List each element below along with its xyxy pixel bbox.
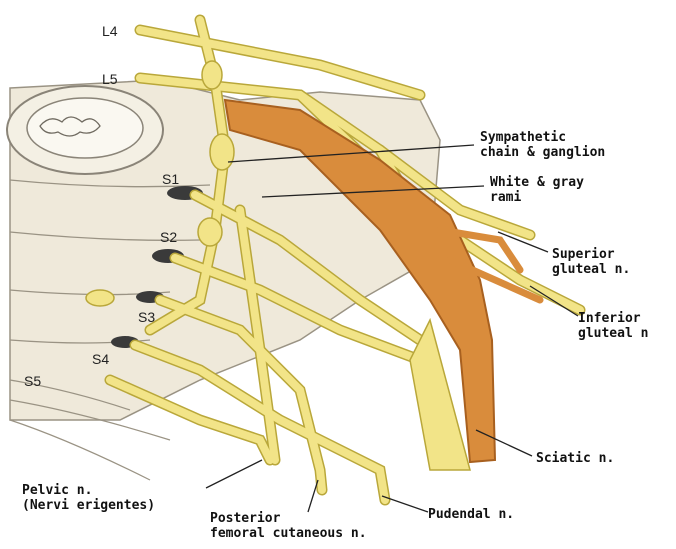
label-pudendal: Pudendal n.	[428, 507, 514, 522]
label-pelvic-line2: (Nervi erigentes)	[22, 498, 155, 513]
segment-label-s3: S3	[138, 309, 155, 325]
label-sciatic: Sciatic n.	[536, 451, 614, 466]
label-superior-gluteal-line2: gluteal n.	[552, 262, 630, 277]
label-inferior-gluteal: Inferior gluteal n	[578, 311, 648, 341]
segment-label-l5: L5	[102, 71, 118, 87]
label-pelvic-line1: Pelvic n.	[22, 483, 92, 498]
label-sympathetic-line2: chain & ganglion	[480, 145, 605, 160]
segment-label-s5: S5	[24, 373, 41, 389]
label-white-gray-line2: rami	[490, 190, 521, 205]
label-superior-gluteal-line1: Superior	[552, 247, 615, 262]
label-inferior-gluteal-line1: Inferior	[578, 311, 641, 326]
label-superior-gluteal: Superior gluteal n.	[552, 247, 630, 277]
label-posterior-femoral-line1: Posterior	[210, 511, 281, 526]
label-posterior-femoral-line2: femoral cutaneous n.	[210, 526, 367, 541]
label-inferior-gluteal-line2: gluteal n	[578, 326, 648, 341]
label-sympathetic-line1: Sympathetic	[480, 130, 566, 145]
segment-label-s2: S2	[160, 229, 177, 245]
segment-label-l4: L4	[102, 23, 118, 39]
segment-label-s4: S4	[92, 351, 109, 367]
segment-label-s1: S1	[162, 171, 179, 187]
label-white-gray-line1: White & gray	[490, 175, 584, 190]
